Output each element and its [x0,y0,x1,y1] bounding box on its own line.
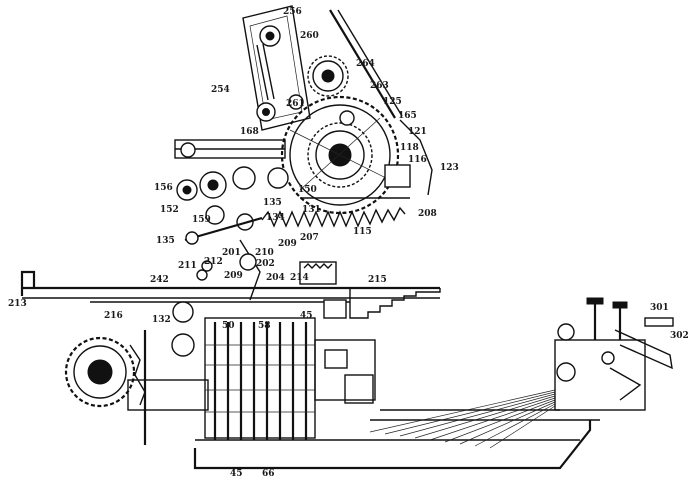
right-key-mechanism [554,297,674,411]
type-bars [205,322,315,440]
label-213: 213 [8,299,27,309]
label-261: 261 [286,99,305,109]
label-156: 156 [154,183,173,193]
label-204: 204 [266,273,285,283]
label-202: 202 [256,259,275,269]
carriage-rail [20,261,441,319]
reference-labels: 256 260 264 263 254 261 125 165 168 121 … [8,7,689,479]
label-242: 242 [150,275,169,285]
label-212: 212 [204,257,223,267]
label-132: 132 [152,315,171,325]
label-209-lower: 209 [224,271,243,281]
main-gear [280,95,400,215]
upper-head-assembly [242,5,433,215]
label-208: 208 [418,209,437,219]
label-168: 168 [240,127,259,137]
label-45-lower: 45 [230,469,243,479]
label-254: 254 [211,85,230,95]
label-216: 216 [104,311,123,321]
label-121: 121 [408,127,427,137]
label-45-upper: 45 [300,311,313,321]
label-58: 58 [258,321,271,331]
gear-264 [307,55,349,97]
label-301: 301 [650,303,669,313]
label-150: 150 [298,185,317,195]
label-50: 50 [222,321,235,331]
label-159: 159 [192,215,211,225]
label-211: 211 [178,261,197,271]
key-levers [369,389,556,449]
label-260: 260 [300,31,319,41]
label-207: 207 [300,233,319,243]
label-165: 165 [398,111,417,121]
label-134: 134 [266,213,285,223]
label-214: 214 [290,273,309,283]
label-131: 131 [302,205,321,215]
mid-carriage [174,139,410,301]
label-209-upper: 209 [278,239,297,249]
label-66: 66 [262,469,275,479]
typewriter-body [64,301,600,470]
label-264: 264 [356,59,375,69]
label-263: 263 [370,81,389,91]
label-136: 135 [263,198,282,208]
label-302: 302 [670,331,689,341]
label-125-upper: 125 [383,97,402,107]
label-123: 123 [440,163,459,173]
label-135: 135 [156,236,175,246]
label-210: 210 [255,248,274,258]
label-201: 201 [222,248,241,258]
label-152: 152 [160,205,179,215]
label-115: 115 [353,227,372,237]
label-256: 256 [283,7,302,17]
label-215: 215 [368,275,387,285]
label-118: 118 [400,143,419,153]
label-116: 116 [408,155,427,165]
